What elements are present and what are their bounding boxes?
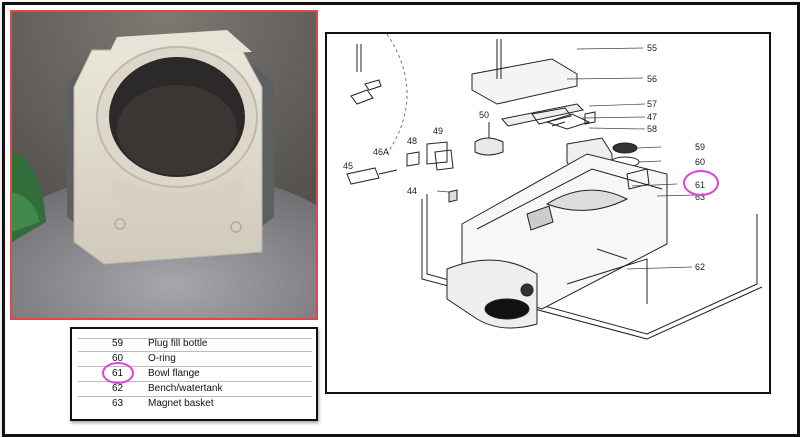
diagram-drawing [346,34,763,340]
part-description: Plug fill bottle [148,338,208,349]
part-description: O-ring [148,353,176,364]
parts-list-table: 59 Plug fill bottle 60 O-ring 61 Bowl fl… [70,327,318,421]
parts-row-60: 60 O-ring [78,352,312,367]
callout-49: 49 [433,126,444,136]
parts-row-62: 62 Bench/watertank [78,382,312,397]
part-number: 59 [112,338,124,349]
parts-row-cut [78,331,312,339]
callout-55: 55 [647,43,658,53]
diagram-highlight-circle [683,170,719,196]
callout-50: 50 [479,110,490,120]
part-description: Bench/watertank [148,383,223,394]
exploded-parts-diagram: 55 56 57 47 58 50 59 60 61 63 62 48 49 4… [325,32,771,394]
callout-58: 58 [647,124,658,134]
bowl-flange-photo [10,10,318,320]
callout-48: 48 [407,136,418,146]
part-description: Bowl flange [148,368,200,379]
part-number: 60 [112,353,124,364]
part-number: 63 [112,398,124,409]
callout-59: 59 [695,142,706,152]
callout-56: 56 [647,74,658,84]
callout-60: 60 [695,157,706,167]
parts-row-59: 59 Plug fill bottle [78,337,312,352]
callout-45: 45 [343,161,354,171]
callout-62: 62 [695,262,706,272]
callout-44: 44 [407,186,418,196]
callout-46a: 46A [373,147,390,157]
parts-row-63: 63 Magnet basket [78,397,312,411]
callout-63: 63 [695,192,706,202]
callout-57: 57 [647,99,658,109]
table-highlight-circle [102,362,134,384]
part-description: Magnet basket [148,398,214,409]
callout-47: 47 [647,112,658,122]
part-number: 62 [112,383,124,394]
